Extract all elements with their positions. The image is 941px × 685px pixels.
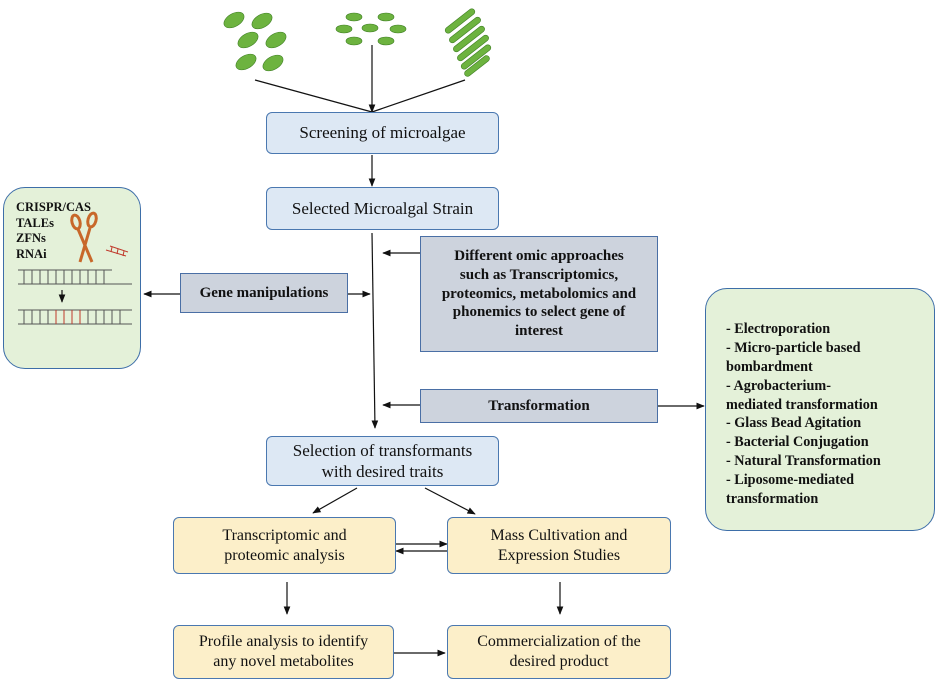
commercialization-line: desired product — [509, 653, 609, 670]
omics-line: proteomics, metabolomics and — [441, 285, 637, 302]
method-item: - Bacterial Conjugation — [726, 434, 869, 451]
commercialization-node: Commercialization of the desired product — [447, 625, 671, 679]
profile-node: Profile analysis to identify any novel m… — [173, 625, 394, 679]
algae-line-right — [371, 79, 466, 113]
profile-line: any novel metabolites — [213, 653, 354, 670]
gene-tool-item: ZFNs — [16, 231, 46, 246]
selection-line: Selection of transformants — [292, 440, 473, 460]
transformation-label: Transformation — [488, 397, 590, 414]
method-item: - Electroporation — [726, 321, 831, 337]
omics-line: Different omic approaches — [454, 248, 624, 265]
method-item: bombardment — [726, 358, 813, 375]
mass-cultivation-line: Expression Studies — [497, 546, 621, 564]
method-item: - Agrobacterium- — [726, 377, 831, 394]
commercialization-line: Commercialization of the — [477, 633, 641, 650]
screening-node: Screening of microalgae — [266, 112, 499, 154]
selection-node: Selection of transformants with desired … — [266, 436, 499, 486]
method-item: - Natural Transformation — [726, 453, 881, 470]
algae-line-left — [254, 79, 373, 113]
arrow-selection-to-mass — [424, 487, 476, 515]
selected-strain-label: Selected Microalgal Strain — [291, 198, 474, 218]
algae-small-cells-icon — [335, 12, 407, 46]
algae-oval-cells-icon — [223, 11, 287, 72]
transformation-node: Transformation — [420, 389, 658, 423]
screening-label: Screening of microalgae — [299, 123, 466, 143]
method-item: - Glass Bead Agitation — [726, 415, 862, 432]
gene-manipulations-label: Gene manipulations — [199, 284, 329, 301]
gene-tool-item: TALEs — [16, 215, 54, 230]
method-item: transformation — [726, 490, 819, 507]
main-trunk-line — [371, 232, 379, 429]
selected-strain-node: Selected Microalgal Strain — [266, 187, 499, 230]
omics-line: such as Transcriptomics, — [459, 266, 619, 283]
transformation-methods-panel — [705, 288, 935, 531]
mass-cultivation-line: Mass Cultivation and — [490, 526, 628, 544]
mass-cultivation-node: Mass Cultivation and Expression Studies — [447, 517, 671, 574]
algae-rod-cells-icon — [444, 8, 492, 77]
transcriptomic-line: Transcriptomic and — [222, 526, 347, 544]
gene-tool-item: RNAi — [16, 246, 47, 261]
method-item: - Micro-particle based — [726, 339, 861, 356]
method-item: - Liposome-mediated — [726, 472, 855, 488]
gene-manipulations-node: Gene manipulations — [180, 273, 348, 313]
gene-tool-item: CRISPR/CAS — [16, 200, 92, 214]
gene-tools-list: CRISPR/CAS TALEs ZFNs RNAi — [16, 200, 91, 263]
omics-line: phonemics to select gene of — [452, 304, 626, 321]
transformation-methods-list: - Electroporation - Micro-particle based… — [726, 320, 881, 509]
method-item: mediated transformation — [726, 396, 878, 413]
omics-line: interest — [514, 323, 564, 340]
omics-node: Different omic approaches such as Transc… — [420, 236, 658, 352]
transcriptomic-line: proteomic analysis — [224, 546, 345, 564]
selection-line: with desired traits — [321, 462, 444, 481]
transcriptomic-node: Transcriptomic and proteomic analysis — [173, 517, 396, 574]
arrow-selection-to-transcriptomic — [312, 487, 358, 514]
profile-line: Profile analysis to identify — [198, 633, 369, 650]
